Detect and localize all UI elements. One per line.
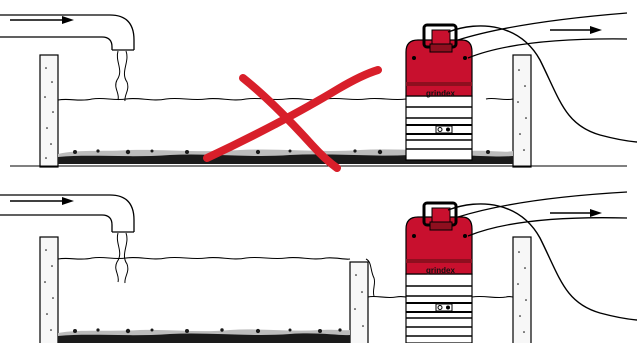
weir-wall [349,261,369,343]
sediment-layer [58,149,513,164]
water-surface [57,97,514,101]
left-wall [39,236,59,343]
discharge-hose [457,191,628,237]
inlet-arrow-icon [10,16,74,24]
sediment-layer [58,328,350,343]
pump: grindex [405,201,473,343]
right-wall [512,54,532,168]
right-wall [512,236,532,343]
inlet-pipe [0,194,135,233]
outlet-arrow-icon [550,26,602,34]
water-surface [57,256,351,260]
panel-top: grindex [0,12,637,172]
discharge-hose [457,12,628,59]
panel-bottom: grindex [0,191,637,343]
wall-texture [44,67,54,159]
power-cable [447,203,637,321]
left-wall [39,54,59,168]
water-surface-sump [367,295,514,299]
inlet-arrow-icon [10,197,74,205]
pump-brand-label: grindex [426,266,455,275]
power-cable [447,25,637,143]
inflow-stream [115,232,129,284]
weir-overflow [365,258,376,297]
outlet-arrow-icon [550,209,602,217]
red-cross-icon [203,66,382,172]
pump-brand-label: grindex [426,89,455,98]
pump: grindex [405,23,473,161]
inflow-stream [115,50,129,102]
inlet-pipe [0,14,135,51]
